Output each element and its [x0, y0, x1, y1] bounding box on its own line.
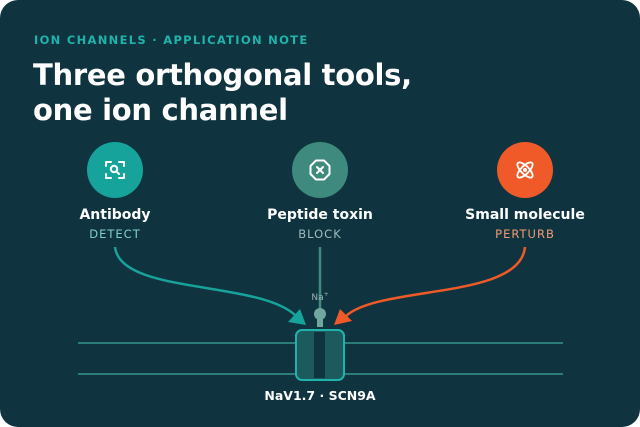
- atom-icon: [516, 161, 534, 179]
- ion-channel-pore: [314, 332, 325, 378]
- ion-label: Na+: [311, 291, 329, 303]
- small-molecule-name: Small molecule: [465, 207, 585, 223]
- tool-antibody: Antibody DETECT: [20, 142, 210, 241]
- antibody-circle: [87, 142, 143, 198]
- small-molecule-arrowhead: [334, 309, 352, 325]
- antibody-arrowhead: [288, 309, 306, 325]
- title-line-1: Three orthogonal tools,: [33, 58, 412, 92]
- tool-peptide-toxin: Peptide toxin BLOCK: [225, 142, 415, 241]
- toxin-stem: [317, 318, 323, 327]
- toxin-name: Peptide toxin: [267, 207, 373, 223]
- antibody-arrow-path: [113, 246, 297, 317]
- toxin-circle: [292, 142, 348, 198]
- small-molecule-circle: [497, 142, 553, 198]
- antibody-name: Antibody: [79, 207, 151, 223]
- eyebrow-label: ION CHANNELS · APPLICATION NOTE: [34, 33, 309, 47]
- antibody-role: DETECT: [89, 227, 141, 241]
- small-molecule-role: PERTURB: [495, 227, 555, 241]
- channel-label: NaV1.7 · SCN9A: [264, 388, 376, 403]
- tool-small-molecule: Small molecule PERTURB: [430, 142, 620, 241]
- ion-particle: [314, 308, 326, 320]
- scan-search-icon: [105, 161, 125, 179]
- toxin-role: BLOCK: [298, 227, 342, 241]
- title-line-2: one ion channel: [33, 93, 288, 127]
- blocked-octagon-icon: [309, 159, 331, 181]
- page-title: Three orthogonal tools, one ion channel: [33, 58, 593, 128]
- small-molecule-arrow-path: [345, 246, 527, 317]
